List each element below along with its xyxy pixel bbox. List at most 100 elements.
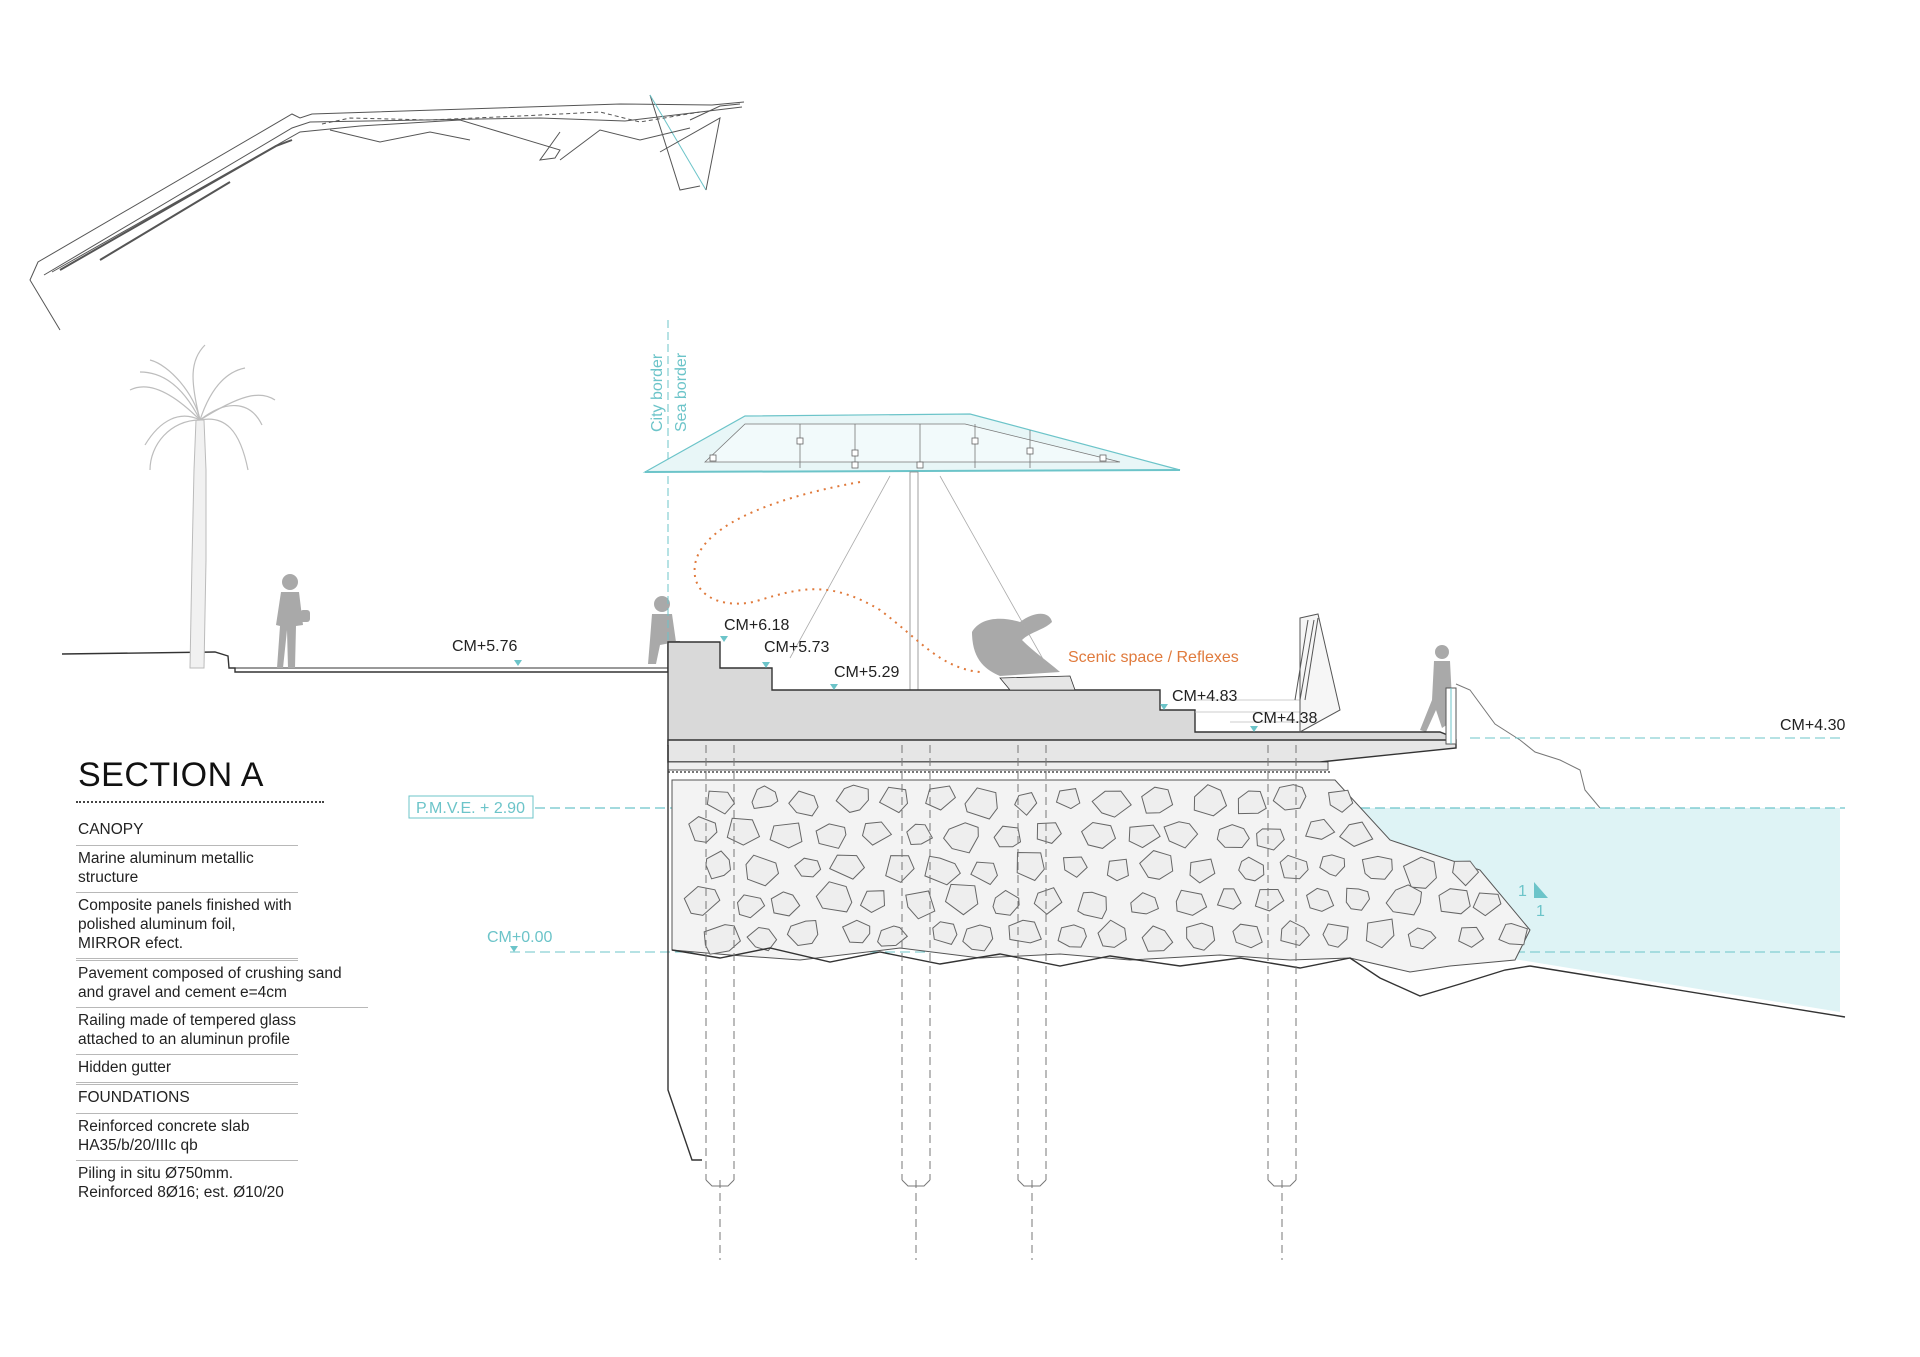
key-plan — [29, 94, 745, 331]
legend-item: Marine aluminum metallic structure — [76, 846, 298, 893]
rock-stone — [1186, 922, 1216, 951]
rock-stone — [1091, 790, 1132, 818]
rock-stone — [970, 861, 998, 886]
person-reclining — [972, 613, 1060, 676]
rock-stone — [736, 894, 766, 919]
canopy — [642, 413, 1181, 741]
rock-stone — [1328, 789, 1354, 813]
rock-stone — [815, 881, 853, 913]
level-top-step: CM+6.18 — [724, 617, 789, 634]
rock-stone — [925, 785, 957, 811]
rock-stone — [992, 889, 1020, 916]
level-step-3: CM+5.29 — [834, 664, 899, 681]
rock-stone — [788, 790, 819, 817]
rock-stone — [786, 919, 819, 947]
rock-stone — [726, 817, 761, 846]
level-promenade: CM+5.76 — [452, 638, 517, 655]
rock-stone — [964, 787, 998, 820]
rock-stone — [942, 822, 979, 854]
rock-stone — [1254, 888, 1285, 912]
rock-stone — [1272, 784, 1307, 811]
level-markers — [510, 636, 1258, 952]
rock-stone — [1175, 889, 1208, 916]
person-promenade — [276, 574, 310, 668]
rock-stone — [746, 926, 778, 952]
rock-stone — [962, 924, 994, 952]
rock-stone — [706, 790, 736, 815]
rock-stone — [841, 919, 871, 944]
rock-stone — [1008, 919, 1042, 944]
rock-stone — [1077, 891, 1107, 920]
legend-heading-foundations: FOUNDATIONS — [76, 1085, 298, 1114]
rock-stone — [683, 885, 721, 916]
rock-stone — [703, 924, 741, 955]
rock-stone — [906, 823, 934, 846]
water-body — [1330, 808, 1840, 1012]
railing — [1294, 613, 1457, 745]
person-edge — [1420, 645, 1452, 732]
rock-stone — [1438, 888, 1471, 915]
rock-stone — [1128, 824, 1161, 849]
rock-stone — [1238, 856, 1265, 882]
pmve-label-box — [408, 795, 534, 819]
rock-stone — [924, 855, 961, 886]
scenic-space-label: Scenic space / Reflexes — [1068, 649, 1239, 666]
ground-line — [61, 641, 680, 673]
rock-stone — [1163, 821, 1199, 849]
title-dotted-rule — [76, 801, 324, 803]
rock-stone — [1106, 858, 1129, 882]
rock-stone — [1237, 790, 1267, 815]
level-step-5: CM+4.38 — [1252, 710, 1317, 727]
palm-tree — [129, 344, 276, 669]
rock-stone — [1080, 821, 1117, 849]
rock-stone — [751, 785, 779, 810]
rock-stone — [769, 822, 803, 849]
rock-stone — [1280, 920, 1311, 947]
rock-stone — [705, 850, 732, 880]
rock-stone — [835, 784, 869, 813]
rock-stone — [1498, 922, 1528, 946]
rock-stone — [1130, 892, 1160, 915]
rock-stone — [1016, 851, 1045, 882]
rock-stone — [1139, 850, 1174, 880]
rock-stone — [1232, 923, 1263, 949]
rock-stone — [1452, 860, 1480, 887]
city-border-label: City border — [649, 353, 666, 432]
rock-stone — [1322, 923, 1349, 948]
rock-stone — [944, 883, 979, 916]
rock-stone — [1365, 918, 1395, 949]
rock-stone — [877, 925, 909, 947]
legend-item: Railing made of tempered glass attached … — [76, 1008, 298, 1055]
rock-stone — [1141, 925, 1174, 952]
rock-stone — [1361, 855, 1393, 880]
rock-stone — [1036, 822, 1062, 844]
rock-stone — [885, 855, 915, 883]
slope-rise: 1 — [1518, 883, 1527, 900]
person-sitting — [648, 596, 676, 664]
rock-stone — [859, 890, 886, 913]
rock-stone — [828, 854, 866, 880]
rock-stone — [878, 786, 909, 814]
rock-stone — [1407, 927, 1437, 950]
rock-stone — [1062, 856, 1088, 878]
legend-item: Hidden gutter — [76, 1055, 298, 1085]
legend-item: Piling in situ Ø750mm. Reinforced 8Ø16; … — [78, 1165, 284, 1201]
rock-stone — [1305, 818, 1336, 840]
legend-item: Reinforced concrete slab HA35/b/20/IIIc … — [76, 1114, 298, 1161]
sea-border-label: Sea border — [673, 352, 690, 432]
rock-stone — [1057, 924, 1087, 948]
legend-item: Pavement composed of crushing sand and g… — [76, 961, 368, 1008]
rock-stone — [1319, 854, 1346, 877]
seabed-line — [1529, 965, 1846, 1018]
level-pmve: P.M.V.E. + 2.90 — [416, 800, 525, 817]
rock-stone — [1141, 786, 1174, 814]
rock-stone — [1014, 792, 1038, 816]
shore-rocks — [1455, 683, 1606, 809]
rock-stone — [1193, 784, 1228, 817]
rock-stone — [861, 821, 893, 846]
rock-fill — [671, 779, 1531, 973]
rock-stone — [1385, 884, 1423, 916]
rock-stone — [815, 823, 847, 849]
rock-stone — [1216, 824, 1250, 849]
